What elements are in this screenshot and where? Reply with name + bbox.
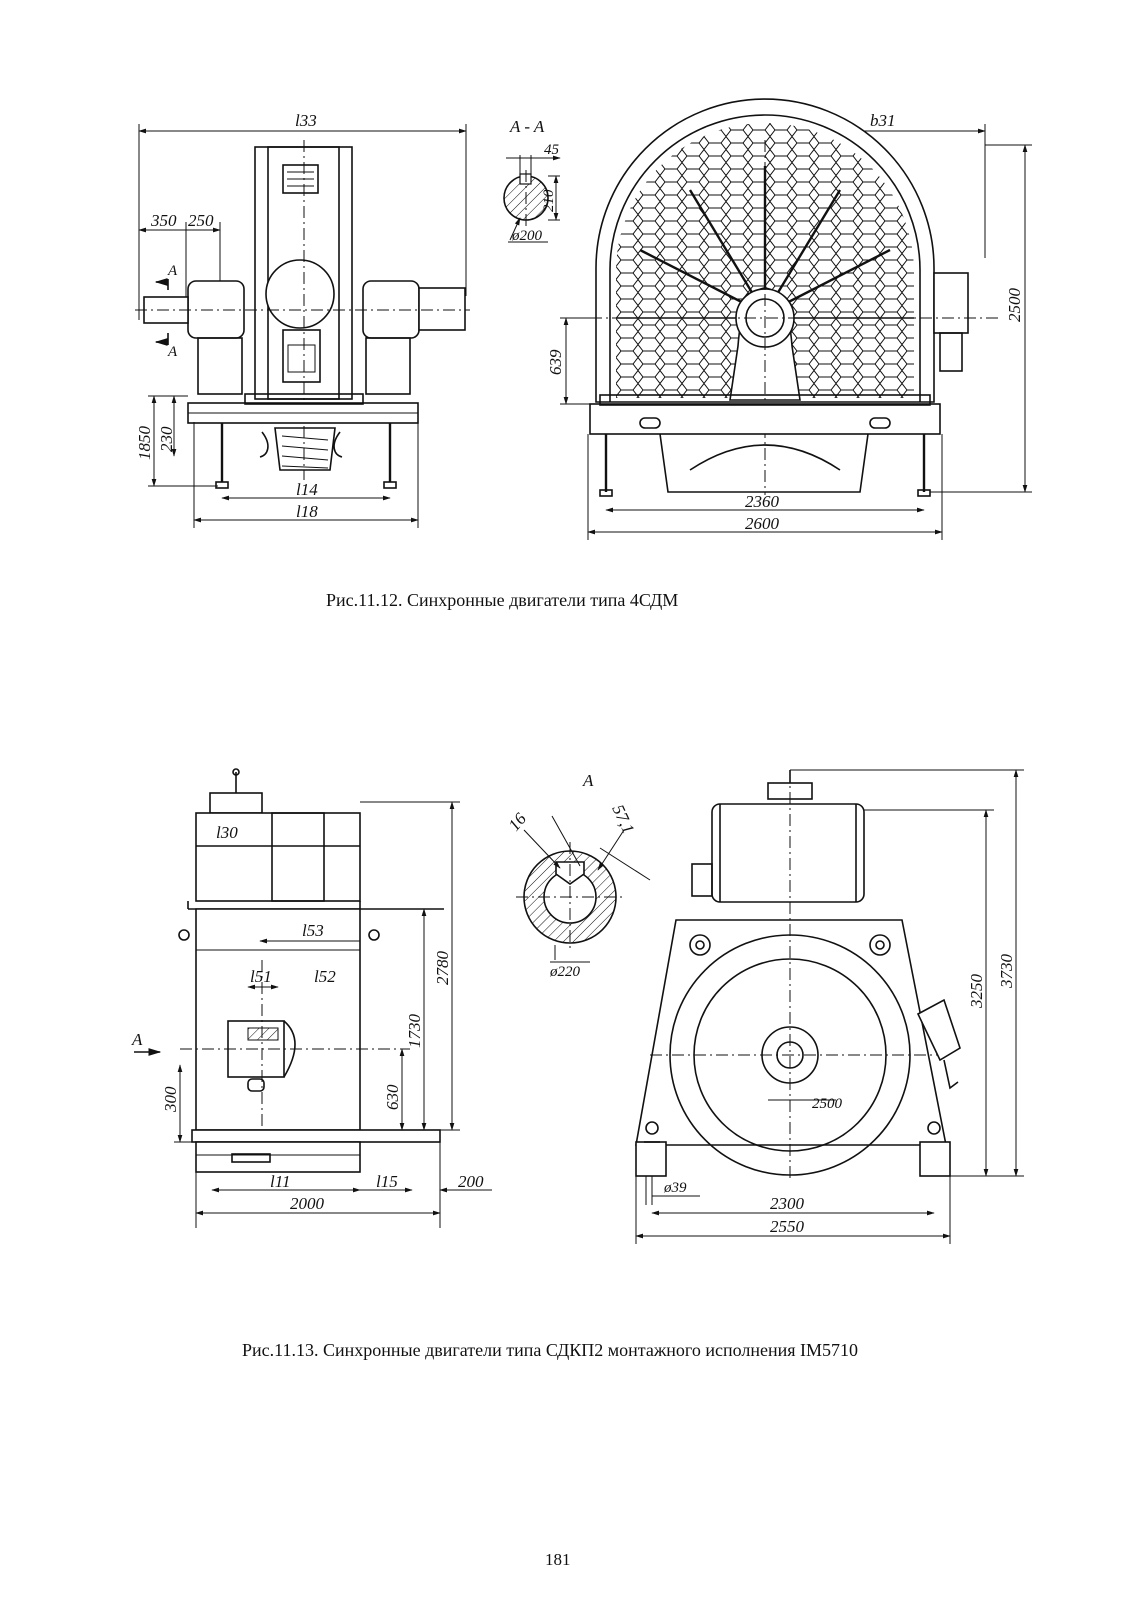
label-l15: l15 [376,1172,398,1191]
label-2000: 2000 [290,1194,325,1213]
label-1730: 1730 [405,1014,424,1049]
label-2360: 2360 [745,492,780,511]
label-section-a-bottom: A [167,344,178,360]
fig1-section-aa: A - A 45 210 ø200 [504,117,560,244]
fig1-left-view: l33 350 250 A A [135,111,470,528]
label-1850: 1850 [135,426,154,461]
fig2-left-view: l30 l53 l51 l52 A 2780 173 [131,769,492,1228]
label-3730: 3730 [997,954,1016,990]
label-d39: ø39 [663,1180,687,1196]
page-number: 181 [545,1550,571,1570]
fig2-right-view: 2500 ø39 3250 3730 2300 2550 [636,770,1024,1244]
label-d200: ø200 [511,228,543,244]
label-350: 350 [150,211,177,230]
label-2600: 2600 [745,514,780,533]
label-l52: l52 [314,967,336,986]
label-230: 230 [157,426,176,452]
label-view-a-top: A [582,771,594,790]
label-210: 210 [541,189,557,212]
label-2780: 2780 [433,951,452,986]
figure-caption-11-12: Рис.11.12. Синхронные двигатели типа 4СД… [326,590,678,611]
label-l51: l51 [250,967,272,986]
label-2500-right: 2500 [1005,288,1024,323]
label-57-1: 57,1 [608,802,638,837]
label-16: 16 [505,809,531,835]
label-630: 630 [383,1084,402,1110]
label-l53: l53 [302,921,324,940]
label-250: 250 [188,211,214,230]
label-300: 300 [161,1086,180,1113]
label-200: 200 [458,1172,484,1191]
label-l18: l18 [296,502,318,521]
label-view-a-left: A [131,1030,143,1049]
fig2-view-a: A 16 57,1 ø220 [505,771,650,980]
label-section-aa: A - A [509,117,545,136]
label-l33: l33 [295,111,317,130]
label-3250: 3250 [967,974,986,1010]
label-section-a-top: A [167,263,178,279]
label-l30: l30 [216,823,238,842]
label-2500-inner: 2500 [812,1096,843,1112]
label-2550: 2550 [770,1217,805,1236]
label-b31: b31 [870,111,896,130]
label-l14: l14 [296,480,318,499]
fig1-right-view: b31 [546,99,1032,540]
label-2300: 2300 [770,1194,805,1213]
label-639: 639 [546,349,565,375]
label-45: 45 [544,142,560,158]
figure-caption-11-13: Рис.11.13. Синхронные двигатели типа СДК… [242,1340,858,1361]
label-d220: ø220 [549,964,581,980]
label-l11: l11 [270,1172,290,1191]
